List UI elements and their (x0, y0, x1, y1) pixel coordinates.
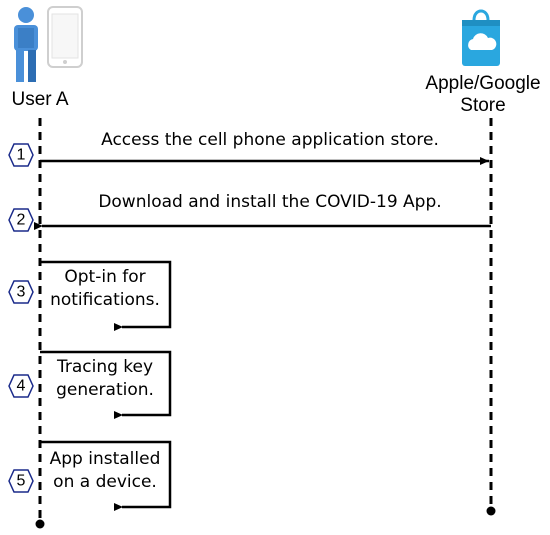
self-step-5-line2: on a device. (53, 472, 157, 492)
svg-text:3: 3 (17, 284, 26, 301)
self-step-4-label: Tracing key generation. (40, 356, 170, 402)
step-3-hexagon: 3 (8, 280, 34, 304)
store-lifeline-end (486, 506, 496, 516)
store-actor-label-line1: Apple/Google (425, 73, 541, 94)
self-step-4-line2: generation. (56, 380, 154, 400)
step-4-hexagon: 4 (8, 374, 34, 398)
step-5-hexagon: 5 (8, 469, 34, 493)
user-lifeline-end (35, 519, 45, 529)
self-step-3-label: Opt-in for notifications. (40, 266, 170, 312)
self-step-5-box (40, 440, 172, 511)
step-2-hexagon: 2 (8, 208, 34, 232)
svg-text:4: 4 (17, 378, 26, 395)
self-step-4-line1: Tracing key (56, 357, 154, 377)
step-1-hexagon: 1 (8, 143, 34, 167)
self-step-5-line1: App installed (49, 449, 161, 469)
self-step-3-line1: Opt-in for (64, 267, 146, 287)
svg-text:2: 2 (17, 212, 26, 229)
phone-icon (47, 6, 83, 68)
shopping-bag-icon (462, 9, 500, 66)
store-actor-label-line2: Store (460, 95, 506, 116)
self-step-4-box (40, 350, 172, 419)
user-icon (14, 7, 38, 82)
user-actor-label: User A (11, 89, 69, 110)
svg-text:1: 1 (17, 147, 26, 164)
message-2-label: Download and install the COVID-19 App. (98, 192, 442, 212)
self-step-5-label: App installed on a device. (40, 448, 170, 494)
self-step-3-line2: notifications. (50, 290, 160, 310)
message-1-label: Access the cell phone application store. (101, 130, 439, 150)
svg-text:5: 5 (17, 473, 26, 490)
self-step-3-box (40, 260, 172, 331)
